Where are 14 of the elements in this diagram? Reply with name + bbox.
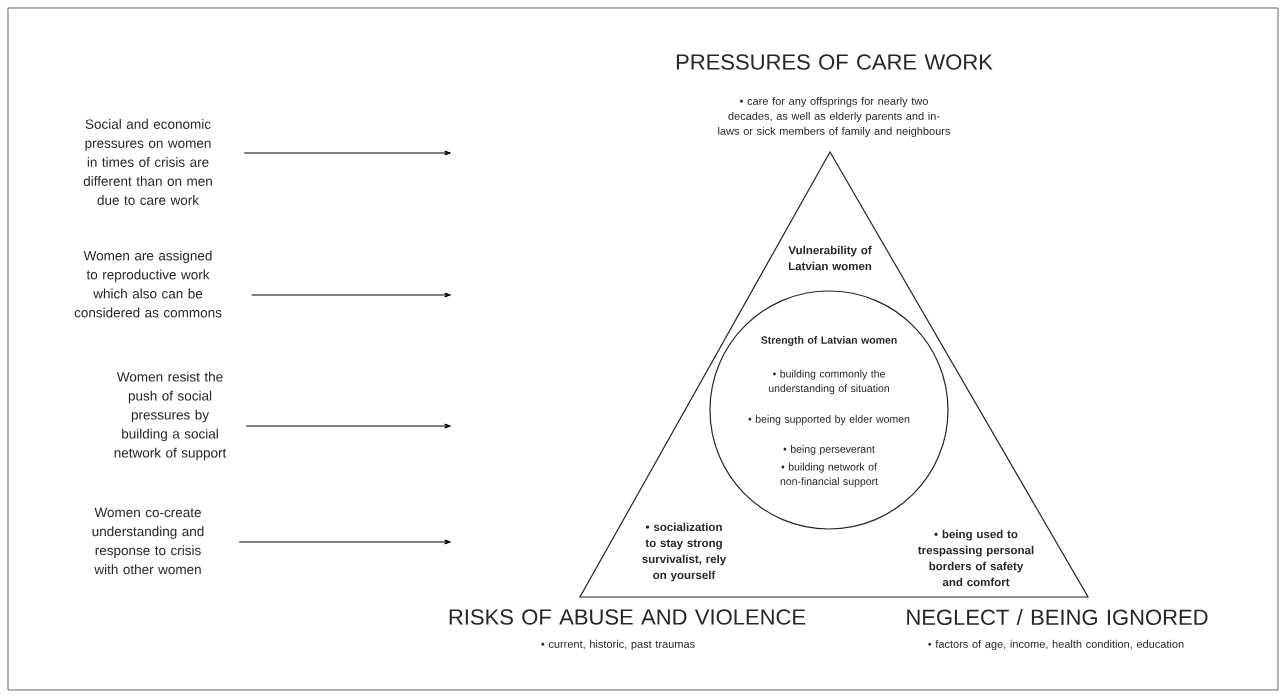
statement-text: Women are assigned to reproductive work which also can be considered as commons	[74, 250, 222, 318]
bullet-text: • current, historic, past traumas	[541, 639, 695, 651]
arrow	[251, 292, 451, 298]
arrow	[243, 150, 451, 156]
corner-heading: RISKS OF ABUSE AND VIOLENCE	[449, 609, 806, 625]
arrow	[245, 423, 451, 429]
corner-heading: PRESSURES OF CARE WORK	[676, 54, 993, 70]
statement-text: Women resist the push of social pressures by building a social network of support	[114, 371, 227, 461]
arrow	[238, 539, 451, 545]
bullet-text: • care for any offsprings for nearly two decades, as well as elderly parents and in-laws or sick members of family and neighbours	[718, 96, 950, 138]
statement-text: Women co-create understanding and response to crisis with other women	[92, 507, 204, 575]
bullet-text: • factors of age, income, health condition, education	[928, 639, 1184, 651]
corner-heading: NEGLECT / BEING IGNORED	[907, 608, 1208, 626]
statement-text: Social and economic pressures on women in times of crisis are different than on men due to care work	[83, 119, 212, 205]
